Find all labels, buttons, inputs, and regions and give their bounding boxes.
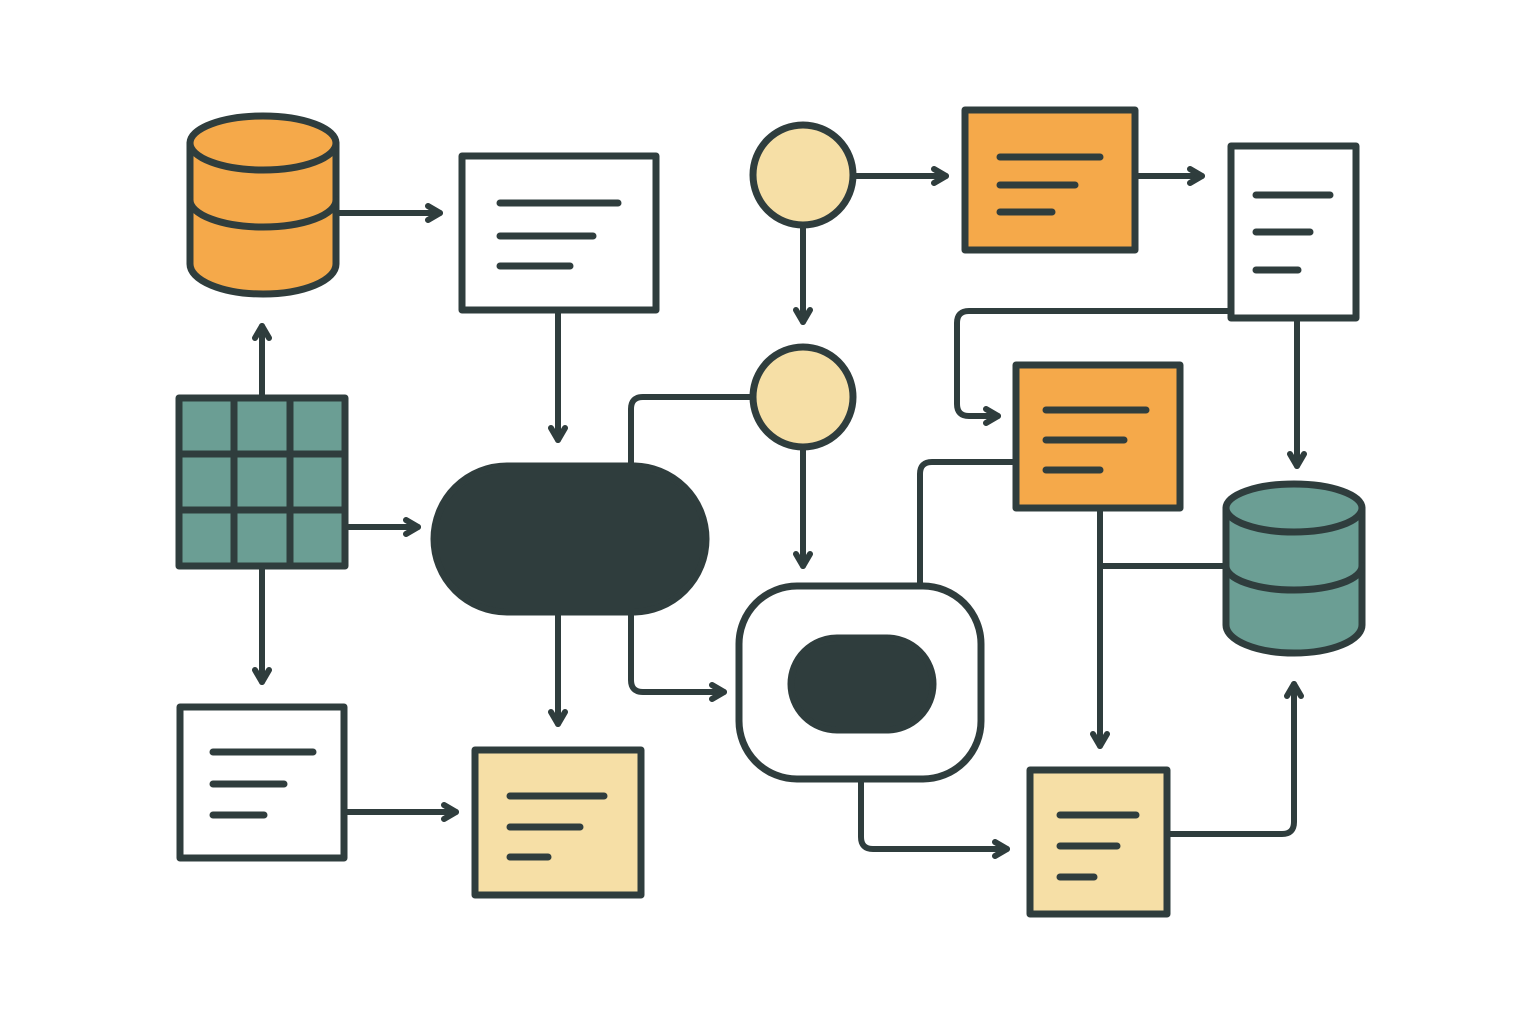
database-icon	[186, 112, 340, 298]
grid-table-icon	[175, 394, 349, 570]
card-icon	[1012, 361, 1184, 512]
circle-node-icon	[749, 121, 857, 229]
rounded-container-icon	[735, 582, 985, 783]
card-icon	[471, 746, 645, 899]
edge-rounded-container-to-card-cream-bottom-right	[858, 727, 1010, 859]
terminator-pill-icon	[430, 462, 710, 616]
card-icon	[1026, 766, 1171, 918]
document-icon	[458, 152, 660, 314]
edge-process-pill-to-rounded-container	[628, 610, 727, 702]
edge-circle-middle-to-process-pill	[628, 394, 756, 469]
circle-node-icon	[749, 343, 857, 451]
document-icon	[1227, 142, 1360, 322]
edge-card-cream-bottom-right-to-db-teal	[1165, 681, 1304, 837]
card-icon	[961, 106, 1139, 254]
edge-rounded-container-to-card-orange-middle	[917, 459, 1019, 588]
edge-doc-top-right-to-card-orange-middle	[954, 308, 1234, 426]
database-icon	[1222, 480, 1366, 657]
document-icon	[176, 703, 348, 862]
